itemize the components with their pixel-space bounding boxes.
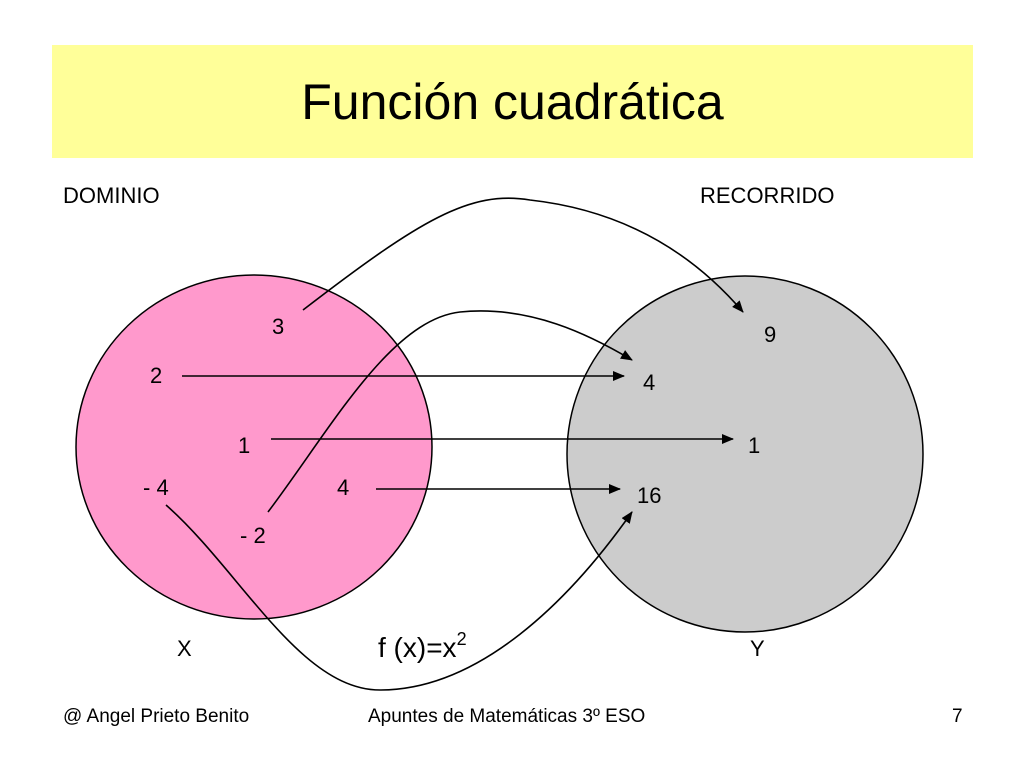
footer-page-number: 7 [952,706,963,727]
domain-value: - 2 [240,523,266,548]
range-set-circle [566,275,924,633]
domain-value: - 4 [143,475,169,500]
domain-value: 1 [238,433,250,458]
title-bar: Función cuadrática [52,45,973,158]
slide-title: Función cuadrática [301,73,724,130]
function-rule: f (x)=x2 [378,629,467,663]
domain-set-circle [75,274,433,620]
domain-value: 3 [272,314,284,339]
range-value: 16 [637,483,661,508]
range-value: 4 [643,370,655,395]
y-set-label: Y [750,636,765,661]
footer-author: @ Angel Prieto Benito [63,706,250,727]
x-set-label: X [177,636,192,661]
range-value: 1 [748,433,760,458]
domain-value: 4 [337,475,349,500]
range-value: 9 [764,322,776,347]
footer-course: Apuntes de Matemáticas 3º ESO [368,706,646,727]
function-rule-base: f (x)=x [378,632,457,663]
domain-label: DOMINIO [63,183,160,208]
arrow-3-to-9 [302,197,744,313]
domain-value: 2 [150,363,162,388]
function-rule-exponent: 2 [457,629,467,649]
arrow-neg4-to-16 [165,504,633,691]
range-label: RECORRIDO [700,183,834,208]
arrow-neg2-to-4 [267,310,633,513]
